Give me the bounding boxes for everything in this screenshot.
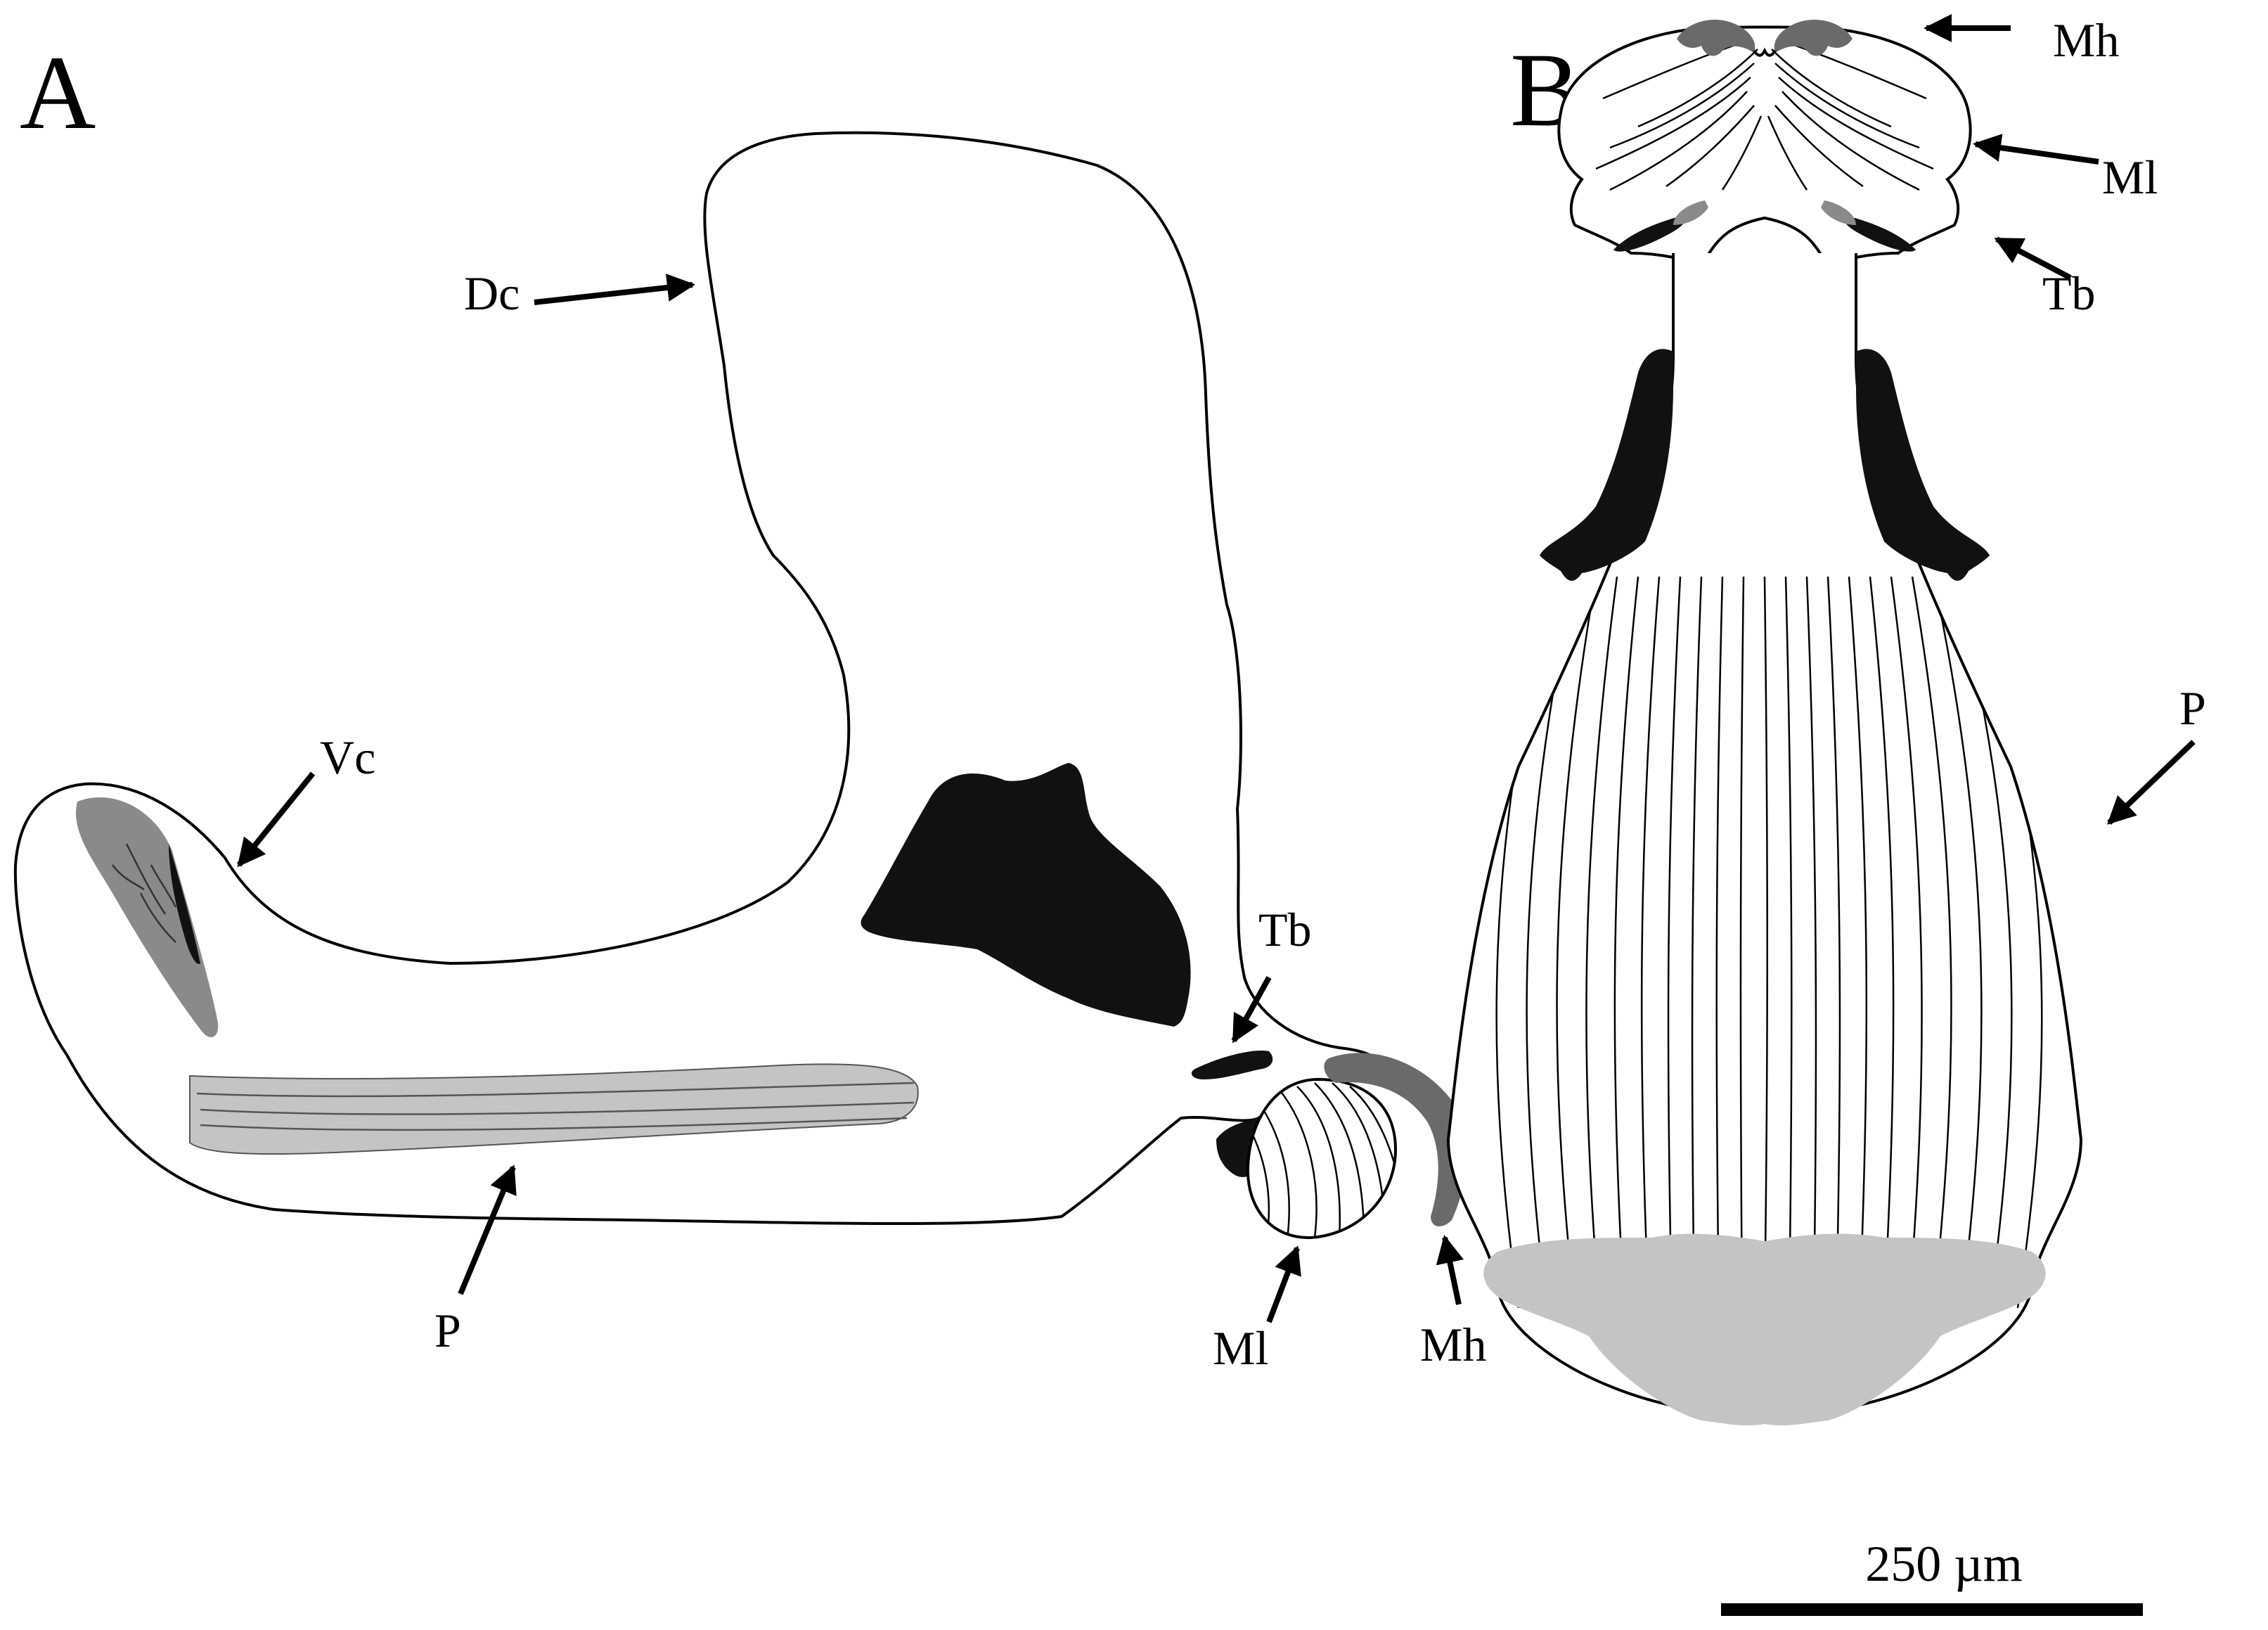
ventral-fine-lines: [112, 843, 177, 943]
label-p-a: P: [434, 1304, 461, 1357]
label-mh-b: Mh: [2053, 13, 2119, 67]
arrow-vc: [236, 771, 316, 868]
arrow-ml-a: [1266, 1245, 1301, 1323]
label-tb-a: Tb: [1258, 903, 1312, 956]
label-p-b: P: [2179, 681, 2206, 735]
panel-a: A Dc Vc: [13, 34, 1486, 1375]
label-vc-a: Vc: [320, 731, 375, 784]
mh-hook-b-left: [1677, 19, 1755, 56]
panel-b: B: [1446, 13, 2206, 1616]
label-ml-a: Ml: [1213, 1321, 1268, 1375]
tb-dark-b-right: [1613, 214, 1687, 252]
arrow-dc: [534, 274, 695, 305]
arrow-tb-b: [1994, 236, 2072, 281]
tb-gray-b-right: [1673, 200, 1708, 225]
panel-a-letter: A: [20, 34, 96, 151]
arrow-ml-b: [1973, 134, 2099, 165]
mh-hook-b-right: [1774, 19, 1853, 56]
mouth-lobe-lines-a: [1250, 1082, 1396, 1238]
arrow-p-a: [458, 1164, 517, 1295]
mouth-lobe-b: [1557, 25, 1972, 270]
tb-dark-b-left: [1842, 214, 1916, 252]
dark-left-b: [1856, 349, 1990, 581]
ventral-gray-patch: [76, 797, 219, 1037]
dark-right-b: [1540, 349, 1673, 581]
label-ml-b: Ml: [2102, 150, 2158, 204]
label-dc-a: Dc: [464, 267, 520, 320]
arrow-p-b: [2107, 740, 2196, 825]
pharynx-gray-bottom-b: [1483, 1233, 2046, 1426]
scale-bar-label: 250 µm: [1865, 1536, 2023, 1592]
arrow-mh-a: [1436, 1235, 1464, 1305]
ventral-dark-streak: [169, 844, 200, 964]
label-tb-b: Tb: [2042, 267, 2096, 320]
arrow-tb-a: [1231, 976, 1272, 1044]
mouth-lobe-a: [1246, 1077, 1398, 1240]
tb-gray-b-left: [1821, 200, 1856, 225]
pharynx-band-lines-a: [196, 1082, 915, 1131]
organ-outline-a: [13, 131, 1387, 1225]
tb-blob-a: [1191, 1051, 1273, 1079]
mouth-lobe-lines-b: [1595, 41, 1934, 191]
pharynx-band-a: [189, 1063, 919, 1155]
label-mh-a: Mh: [1420, 1318, 1486, 1371]
pharynx-lines-b: [1495, 576, 2043, 1309]
scale-bar: [1721, 1603, 2143, 1616]
mh-hook-b-center: [1753, 47, 1777, 57]
mh-hook-a: [1324, 1053, 1468, 1227]
dark-mass: [861, 763, 1191, 1027]
